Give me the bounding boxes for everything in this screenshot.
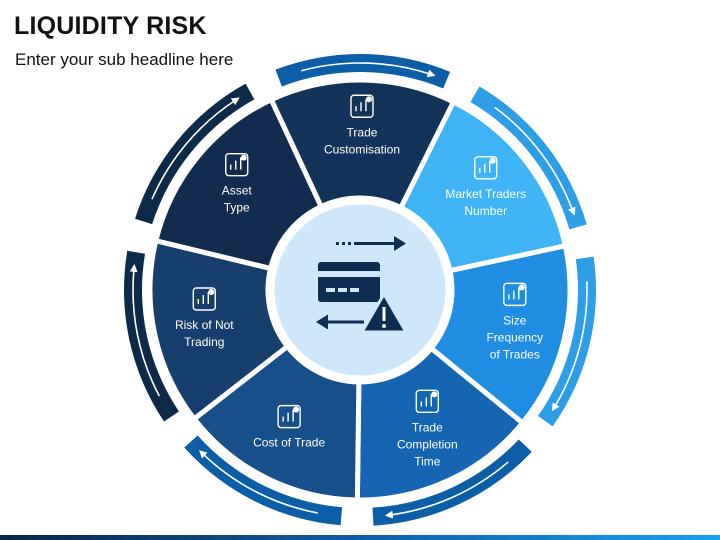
label-cost-of-trade: Cost of Trade: [253, 436, 325, 450]
segment-risk-of-not-trading: [147, 238, 290, 422]
outer-arrow-market-traders-number: [470, 86, 587, 230]
outer-arrow-trade-completion-time: [372, 439, 532, 526]
segment-market-traders-number: [398, 99, 568, 274]
card-transfer-warning-icon: [316, 236, 408, 334]
outer-arrow-cost-of-trade: [184, 435, 343, 526]
outer-arrow-trade-customisation: [275, 53, 451, 89]
page-subtitle: Enter your sub headline here: [15, 50, 234, 69]
segment-asset-type: [153, 97, 324, 271]
center-hub: [269, 199, 451, 381]
flow-arrow-risk-of-not-trading: [129, 263, 161, 397]
hourglass-document-icon: [503, 282, 527, 307]
clock-clipboard-icon: [415, 389, 440, 414]
outer-arrow-asset-type: [135, 83, 255, 225]
segment-cost-of-trade: [191, 343, 362, 503]
segment-trade-completion-time: [354, 345, 526, 503]
flow-arrow-size-frequency-of-trades: [551, 281, 588, 412]
segment-ring: [147, 77, 573, 503]
flow-arrow-trade-completion-time: [384, 461, 509, 519]
page-title: LIQUIDITY RISK: [14, 12, 207, 40]
bottom-accent-bar: [0, 535, 720, 540]
segment-size-frequency-of-trades: [428, 243, 573, 426]
flow-arrow-trade-customisation: [301, 62, 436, 78]
coins-piggy-icon: [277, 404, 301, 429]
segment-trade-customisation: [268, 77, 456, 211]
outer-arrow-ring: [124, 53, 596, 526]
outer-arrow-size-frequency-of-trades: [537, 256, 596, 427]
segment-icons: [192, 94, 527, 429]
traders-chart-icon: [474, 156, 498, 180]
outer-arrow-risk-of-not-trading: [124, 250, 179, 422]
gear-chart-icon: [350, 94, 374, 118]
flow-arrow-market-traders-number: [494, 106, 576, 216]
flow-arrow-asset-type: [151, 97, 240, 200]
flow-arrow-cost-of-trade: [199, 450, 318, 514]
warning-chart-icon: [192, 287, 217, 311]
house-money-icon: [225, 152, 249, 177]
